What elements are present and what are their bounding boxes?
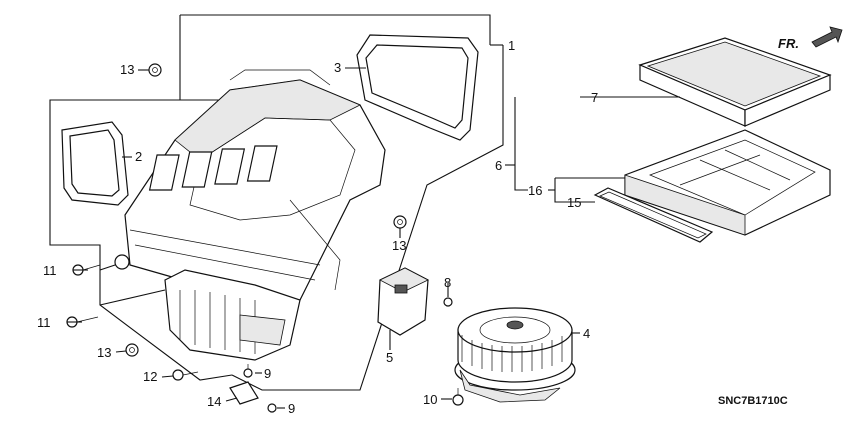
- blower-resistor: [377, 267, 429, 350]
- nut-13-top: [148, 63, 162, 77]
- callout-14: 14: [207, 394, 221, 409]
- nut-13-bottom: [125, 343, 139, 357]
- callout-11-lower: 11: [37, 315, 51, 330]
- callout-2: 2: [135, 149, 142, 164]
- callout-13-top: 13: [120, 62, 134, 77]
- screw-12: [172, 369, 199, 381]
- filter-gasket: [593, 187, 714, 243]
- callout-8: 8: [444, 275, 451, 290]
- callout-13-bottom: 13: [97, 345, 111, 360]
- screw-10: [452, 388, 464, 406]
- filter-frame: [624, 129, 831, 236]
- air-filter-element: [600, 37, 832, 127]
- screw-8: [443, 290, 453, 307]
- filter-assembly-bracket: [505, 97, 625, 203]
- gasket-large: [345, 34, 479, 141]
- callout-6: 6: [495, 158, 502, 173]
- gasket-small: [61, 121, 132, 206]
- fan-blades: [461, 335, 563, 372]
- callout-10: 10: [423, 392, 437, 407]
- callout-16: 16: [528, 183, 542, 198]
- callout-5: 5: [386, 350, 393, 365]
- callout-7: 7: [591, 90, 598, 105]
- callout-9-lower: 9: [288, 401, 295, 416]
- callout-9-upper: 9: [264, 366, 271, 381]
- blower-motor-fan: [454, 307, 580, 403]
- callout-1: 1: [508, 38, 515, 53]
- callout-15: 15: [567, 195, 581, 210]
- screw-9-upper: [243, 364, 253, 378]
- callout-labels: 1 2 3 4 5 6 7 8 9 9 10 11 11 12 13 13 13…: [37, 38, 598, 416]
- screw-9-lower: [267, 403, 277, 413]
- callout-11-upper: 11: [43, 263, 57, 278]
- drawing-code: SNC7B1710C: [718, 395, 788, 407]
- housing-vent-grid: [148, 145, 278, 191]
- callout-4: 4: [583, 326, 590, 341]
- callout-3: 3: [334, 60, 341, 75]
- direction-label: FR.: [778, 36, 799, 51]
- blower-housing: [114, 69, 386, 361]
- front-direction-arrow: [811, 26, 843, 48]
- leader-lines: [67, 69, 600, 409]
- nut-13-right: [393, 215, 407, 238]
- callout-12: 12: [143, 369, 157, 384]
- callout-13-right: 13: [392, 238, 406, 253]
